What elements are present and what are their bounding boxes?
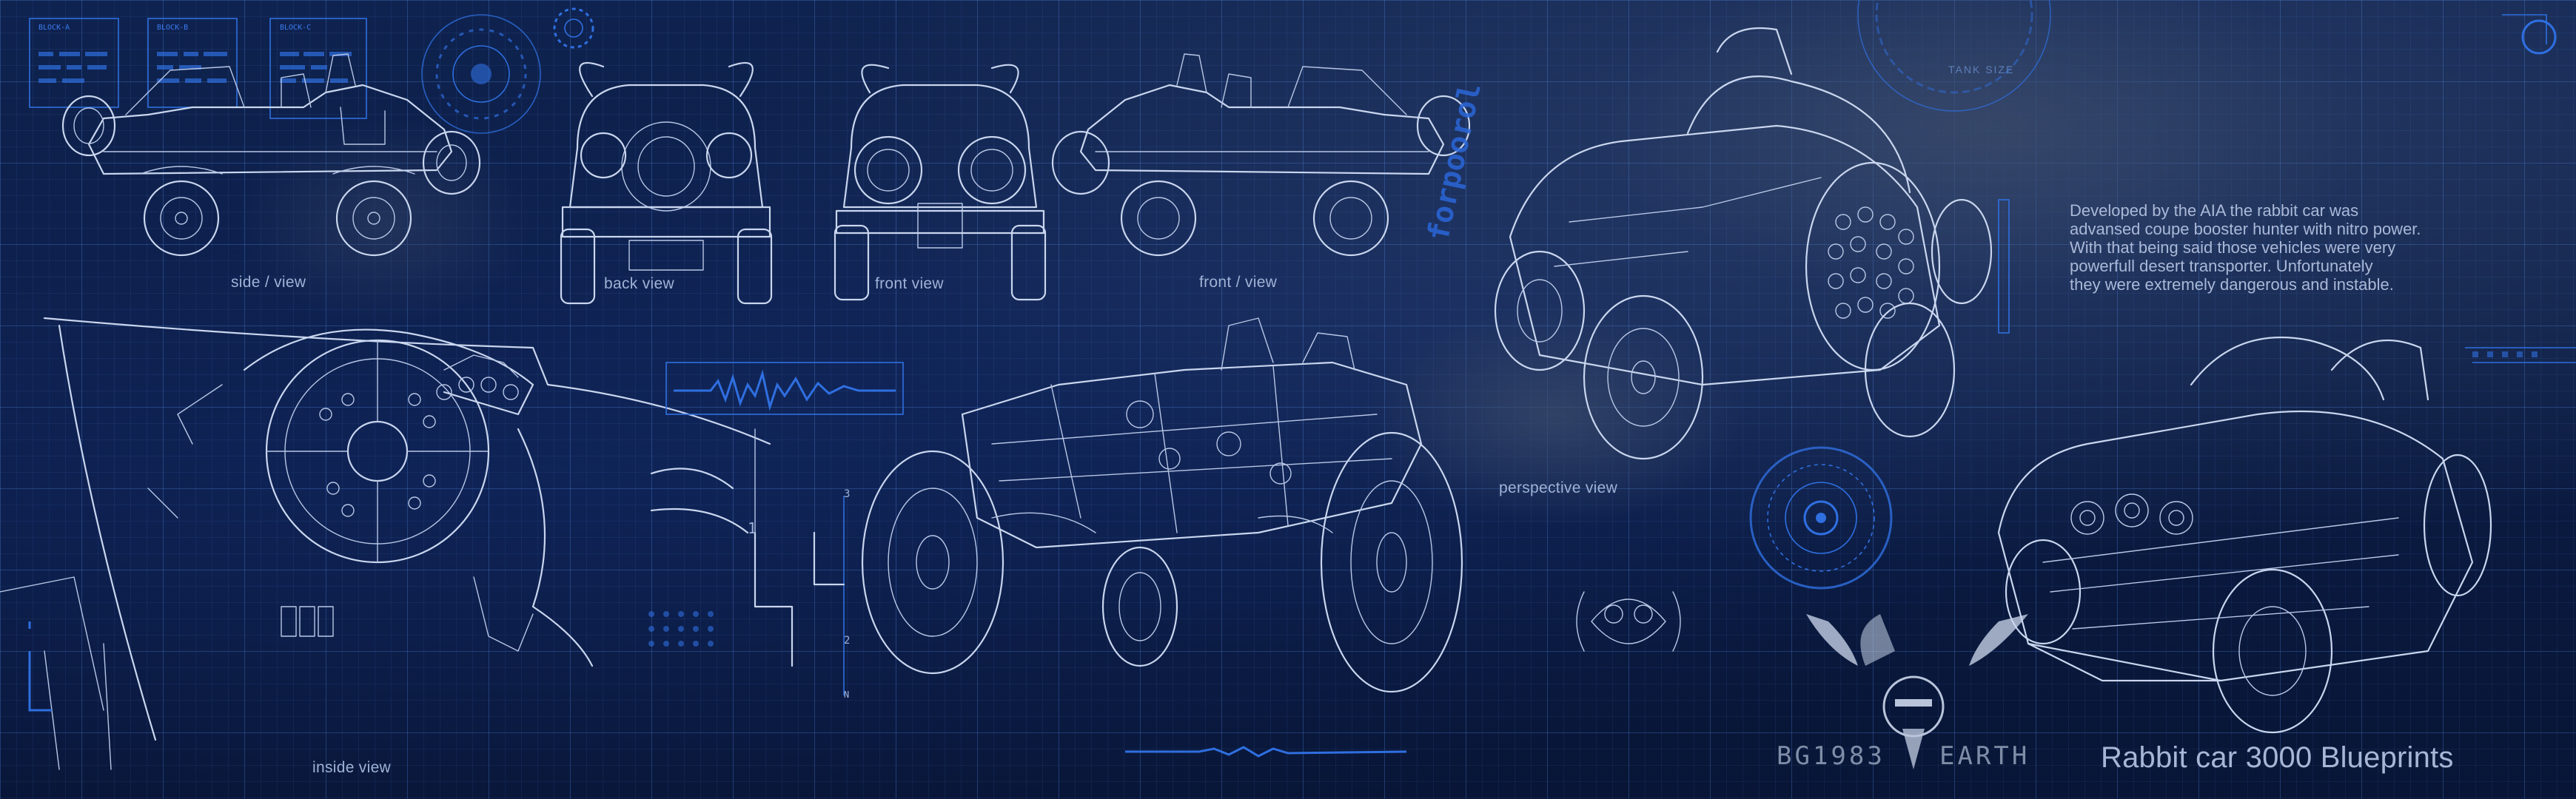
car-side-view xyxy=(61,53,481,257)
panel-title: BLOCK-B xyxy=(157,24,189,32)
car-rear-perspective-view xyxy=(1997,336,2492,734)
car-front-view xyxy=(833,64,1047,301)
axis-gauge xyxy=(754,496,845,695)
label-front-view: front view xyxy=(875,275,944,292)
tank-gauge xyxy=(1857,0,2051,112)
panel-title: BLOCK-C xyxy=(280,24,312,32)
rabbit-logo-icon xyxy=(1806,614,2028,769)
waveform-panel xyxy=(665,362,904,415)
hud-bracket xyxy=(28,611,714,712)
car-perspective-view xyxy=(1494,27,1993,460)
logo-right-text: EARTH xyxy=(1939,741,2030,771)
axis-number: 2 xyxy=(844,635,851,647)
label-side-view: side / view xyxy=(231,274,306,291)
hud-radar xyxy=(1749,446,1893,590)
ornament-icon xyxy=(1576,591,1681,652)
logo-left-text: BG1983 xyxy=(1777,741,1885,771)
axis-number: 1 xyxy=(748,519,757,537)
waveform-bottom xyxy=(1125,746,1407,758)
label-back-view: back view xyxy=(604,275,674,292)
label-inside-view: inside view xyxy=(312,759,392,776)
ink-splatter xyxy=(1362,303,1747,525)
ink-splatter xyxy=(237,118,533,326)
hud-right-edge xyxy=(1998,14,2576,363)
description-line: powerfull desert transporter. Unfortunat… xyxy=(2070,257,2373,275)
axis-number: 3 xyxy=(844,488,851,500)
tank-size-label: TANK SIZE xyxy=(1948,64,2015,75)
description-line: advansed coupe booster hunter with nitro… xyxy=(2070,220,2421,238)
description-line: they were extremely dangerous and instab… xyxy=(2070,275,2394,294)
hud-gauge-top xyxy=(421,7,594,134)
description-line: Developed by the AIA the rabbit car was xyxy=(2070,201,2359,220)
description-line: With that being said those vehicles were… xyxy=(2070,238,2396,257)
page-title: Rabbit car 3000 Blueprints xyxy=(2101,741,2454,774)
car-front-side-view xyxy=(1051,53,1471,257)
car-inside-view xyxy=(0,317,771,770)
description-text: Developed by the AIA the rabbit car was … xyxy=(2070,201,2499,294)
axis-letter: N xyxy=(844,690,850,700)
label-front-side-view: front / view xyxy=(1199,274,1278,291)
label-perspective-view: perspective view xyxy=(1499,479,1618,496)
panel-title: BLOCK-A xyxy=(38,24,70,32)
car-back-view xyxy=(560,61,773,305)
hud-data-panels xyxy=(29,18,367,119)
car-chassis-view xyxy=(861,317,1463,693)
